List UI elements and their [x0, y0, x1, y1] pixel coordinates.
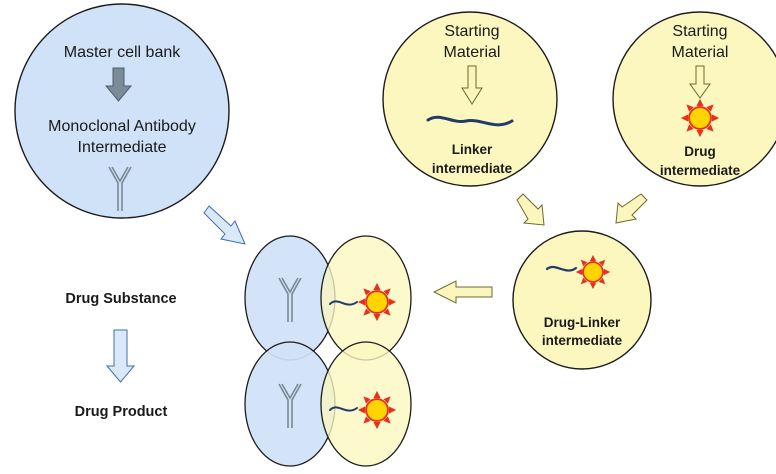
wavy-linker-icon — [329, 406, 358, 412]
linker-intermediate-label: intermediate — [432, 161, 513, 176]
wavy-linker-icon — [426, 115, 514, 127]
wavy-linker-icon — [329, 300, 358, 306]
drug-substance-label: Drug Substance — [65, 291, 176, 307]
arrow-linker-to-druglinker-icon — [516, 193, 545, 226]
drug-linker-label: Drug-Linker — [544, 315, 621, 330]
sun-drug-icon — [357, 390, 397, 430]
yellow-down-arrow-icon — [689, 65, 711, 99]
drug-linker-ellipse — [320, 341, 412, 467]
drug-linker-intermediate-node: Drug-Linker intermediate — [512, 230, 652, 370]
sun-drug-icon — [575, 254, 611, 290]
linker-label: Linker — [452, 142, 493, 157]
arrow-drug-to-druglinker-icon — [615, 193, 648, 224]
monoclonal-antibody-label: Monoclonal Antibody — [48, 118, 196, 135]
sun-drug-icon — [357, 282, 397, 322]
adc-conjugate-group — [244, 235, 412, 467]
linker-intermediate-node: Starting Material Linker intermediate — [382, 11, 558, 187]
sun-drug-icon — [680, 98, 720, 138]
arrow-left-icon — [432, 280, 493, 304]
drug-label: Drug — [684, 144, 716, 159]
master-cell-bank-label: Master cell bank — [64, 44, 181, 61]
drug-material-label: Material — [672, 44, 729, 61]
yellow-down-arrow-icon — [461, 65, 483, 105]
linker-starting-label: Starting — [444, 23, 499, 40]
arrow-down-icon — [105, 329, 136, 383]
linker-material-label: Material — [444, 44, 501, 61]
drug-linker-intermediate-label: intermediate — [542, 333, 623, 348]
drug-intermediate-node: Starting Material Drug intermediate — [612, 11, 776, 187]
wavy-linker-icon — [545, 265, 578, 272]
grey-down-arrow-icon — [104, 67, 133, 102]
drug-product-label: Drug Product — [75, 404, 168, 420]
drug-starting-label: Starting — [672, 23, 727, 40]
drug-intermediate-label: intermediate — [660, 163, 741, 178]
intermediate-label: Intermediate — [78, 139, 167, 156]
arrow-mab-to-conjugate-icon — [203, 205, 246, 245]
mab-intermediate-node: Master cell bank Monoclonal Antibody Int… — [14, 3, 230, 219]
